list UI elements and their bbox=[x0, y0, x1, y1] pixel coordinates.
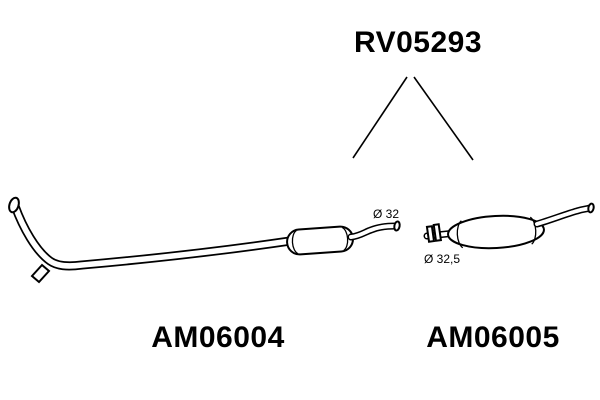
rear-silencer-body-group bbox=[447, 214, 545, 250]
front-tailpipe-body bbox=[349, 224, 398, 239]
part-number-am06004: AM06004 bbox=[151, 321, 285, 354]
rear-inlet-diameter-label: Ø 32,5 bbox=[424, 252, 460, 266]
rear-silencer-seam-right bbox=[529, 216, 537, 245]
front-tailpipe-open-end bbox=[393, 220, 401, 232]
part-number-am06005: AM06005 bbox=[426, 321, 560, 354]
rear-silencer-drawing: Ø 32,5 bbox=[423, 202, 595, 266]
inlet-clamp-ring-1 bbox=[425, 225, 436, 243]
leader-lines bbox=[352, 76, 474, 161]
inlet-clamp-ring-2 bbox=[432, 223, 443, 242]
rear-silencer-seam-left bbox=[456, 220, 464, 249]
pipe-open-end bbox=[8, 196, 20, 214]
middle-silencer-seam-left bbox=[291, 230, 299, 255]
front-pipe-diameter-label: Ø 32 bbox=[373, 207, 399, 221]
middle-silencer-seam-right bbox=[341, 226, 349, 251]
front-pipe-assembly-drawing: Ø 32 bbox=[8, 196, 401, 284]
inlet-clamp bbox=[425, 223, 443, 243]
middle-silencer bbox=[286, 225, 354, 256]
middle-silencer-body bbox=[286, 225, 354, 256]
front-pipe-body bbox=[12, 203, 293, 269]
leader-line-left bbox=[352, 76, 408, 159]
rear-silencer-body bbox=[447, 214, 545, 250]
leader-line-right bbox=[413, 76, 474, 161]
group-part-number: RV05293 bbox=[354, 26, 482, 59]
rear-tailpipe-body bbox=[535, 206, 592, 226]
hanger-bracket bbox=[30, 263, 51, 284]
rear-tailpipe-open-end bbox=[587, 202, 595, 214]
